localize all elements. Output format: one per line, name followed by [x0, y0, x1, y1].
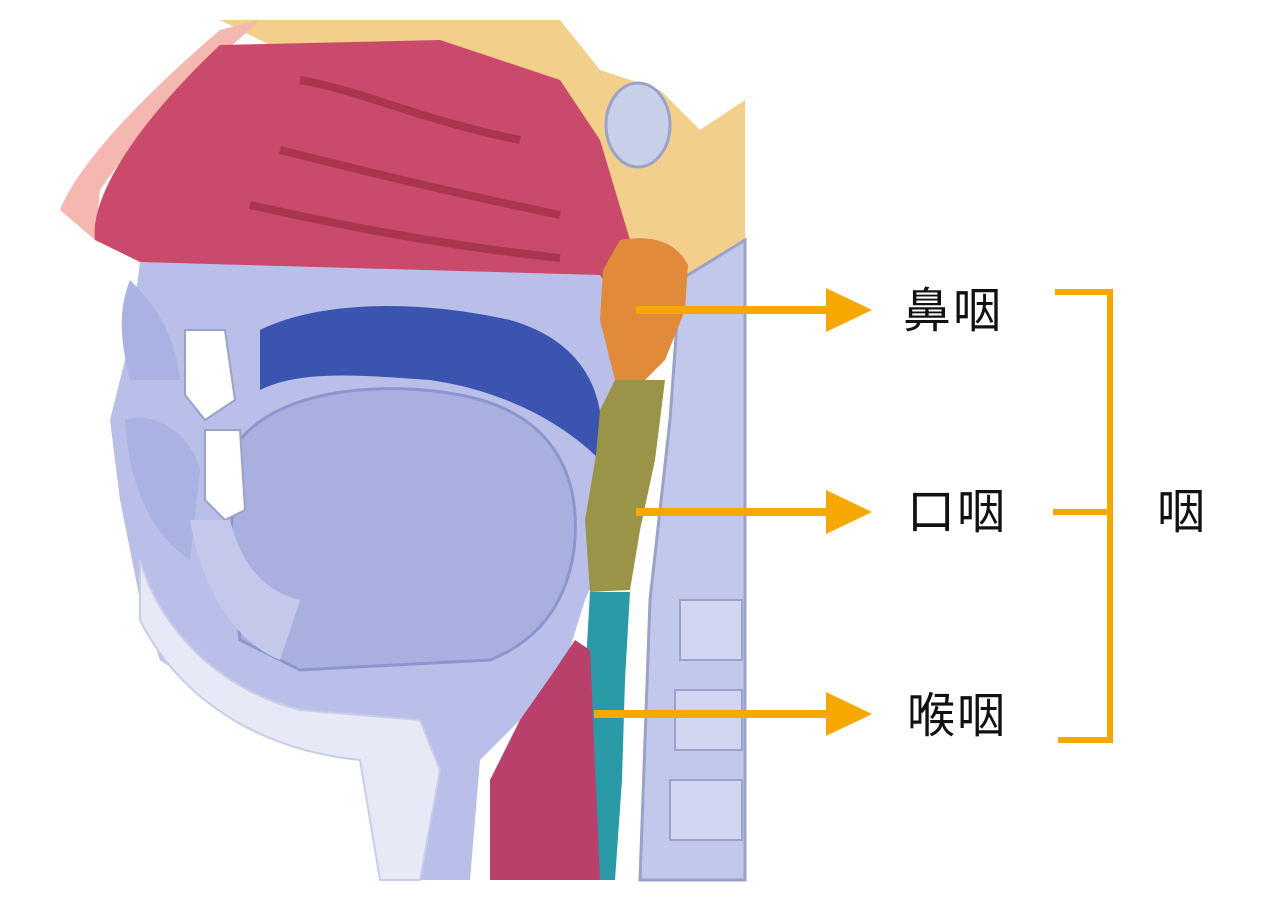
lower-incisor [204, 429, 247, 522]
arrow-nasopharynx-head [826, 288, 872, 332]
skull-base-bone [220, 20, 745, 300]
vertebra-3 [669, 779, 743, 841]
mandible [190, 520, 300, 660]
upper-incisor [184, 329, 237, 422]
arrow-oropharynx-head [826, 490, 872, 534]
pharynx-bracket [1053, 289, 1113, 743]
jaw-tissue [139, 559, 442, 881]
label-pharynx: 咽 [1157, 484, 1208, 540]
oropharynx-region [585, 380, 665, 592]
turbinate-3 [249, 201, 561, 262]
turbinate-1 [299, 76, 521, 144]
label-nasopharynx: 鼻咽 [903, 283, 1004, 339]
lower-lip [125, 417, 200, 560]
upper-lip [121, 280, 180, 380]
esophagus-larynx [490, 640, 600, 880]
tongue [228, 387, 577, 672]
nose-skin [60, 20, 260, 240]
sphenoid-sinus [604, 81, 672, 169]
label-laryngopharynx: 喉咽 [907, 688, 1008, 744]
turbinate-2 [279, 146, 561, 219]
label-oropharynx: 口咽 [907, 484, 1008, 540]
arrow-laryngopharynx-head [826, 692, 872, 736]
vertebra-1 [679, 599, 743, 661]
oral-cavity [260, 306, 602, 460]
vertebra-2 [674, 689, 743, 751]
